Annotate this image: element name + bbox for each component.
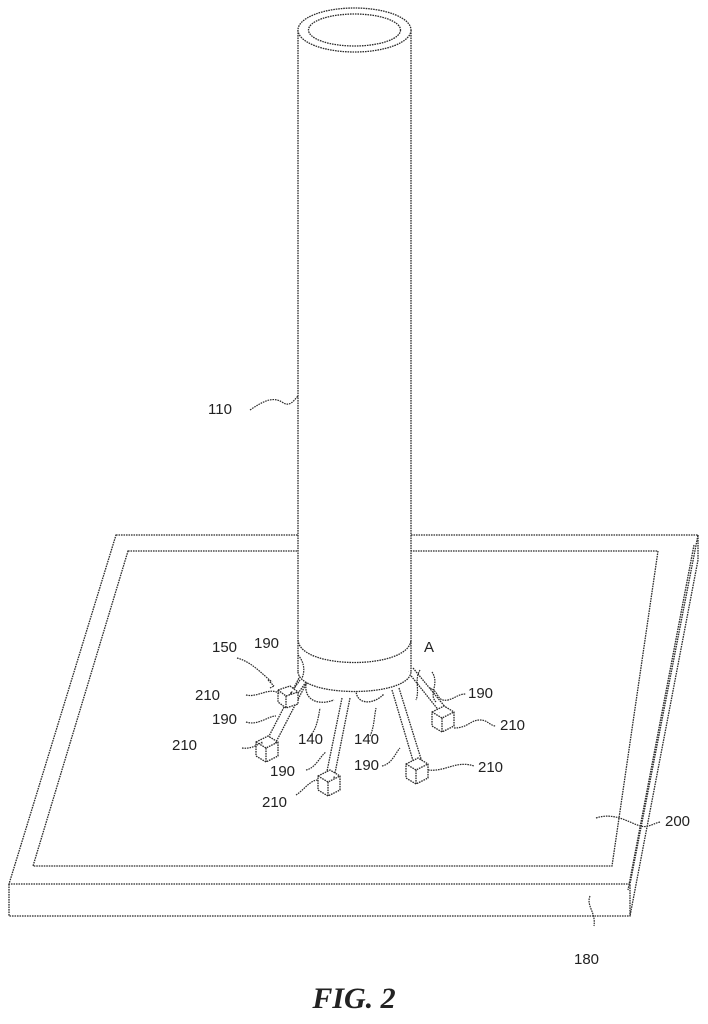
label-210-back-left: 210 xyxy=(195,687,221,704)
label-210-left: 210 xyxy=(172,737,198,754)
label-210-right: 210 xyxy=(500,717,526,734)
label-190-front-left: 190 xyxy=(270,763,296,780)
label-140-left: 140 xyxy=(298,731,324,748)
pads-140 xyxy=(305,683,385,703)
label-110: 110 xyxy=(208,401,232,418)
label-210-front-left: 210 xyxy=(262,794,288,811)
label-150: 150 xyxy=(212,639,238,656)
label-190-left: 190 xyxy=(212,711,238,728)
label-180: 180 xyxy=(574,951,600,968)
figure-caption: FIG. 2 xyxy=(312,982,396,1015)
label-210-front-right: 210 xyxy=(478,759,504,776)
feet xyxy=(255,685,455,797)
label-190-top-left: 190 xyxy=(254,635,280,652)
label-190-front-right: 190 xyxy=(354,757,380,774)
label-a: A xyxy=(424,639,435,656)
label-190-right: 190 xyxy=(468,685,494,702)
label-200: 200 xyxy=(665,813,691,830)
tube-110 xyxy=(297,7,412,693)
label-140-right: 140 xyxy=(354,731,380,748)
base-plate xyxy=(8,534,699,917)
leader-lines xyxy=(236,395,661,927)
